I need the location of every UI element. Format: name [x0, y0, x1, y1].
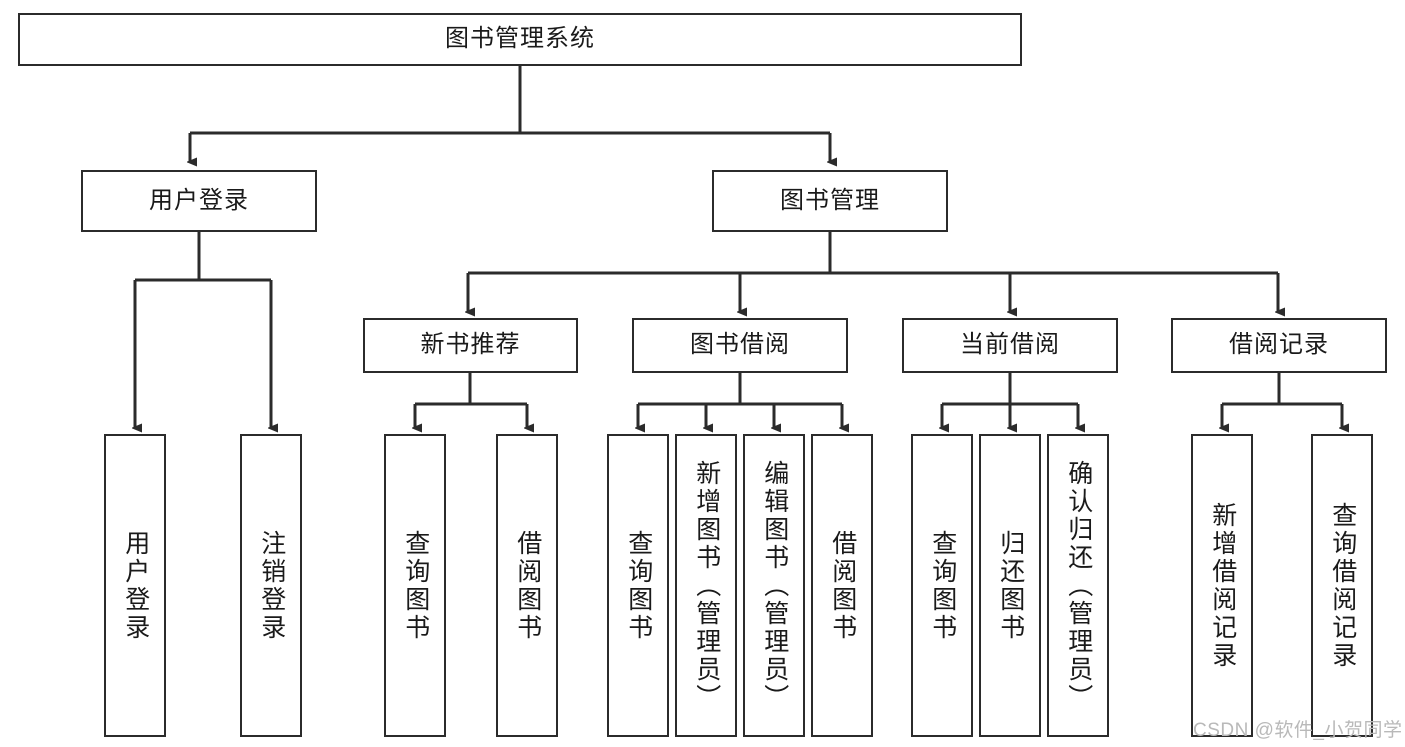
node-user-login[interactable]: 用户登录 — [81, 170, 317, 232]
node-label: 注销登录 — [257, 529, 286, 642]
leaf-current-query-book[interactable]: 查询图书 — [911, 434, 973, 737]
node-new-book-recommend[interactable]: 新书推荐 — [363, 318, 578, 373]
node-borrow-record[interactable]: 借阅记录 — [1171, 318, 1387, 373]
leaf-recommend-borrow-book[interactable]: 借阅图书 — [496, 434, 558, 737]
leaf-borrow-query-book[interactable]: 查询图书 — [607, 434, 669, 737]
leaf-current-return-book[interactable]: 归还图书 — [979, 434, 1041, 737]
leaf-record-query-record[interactable]: 查询借阅记录 — [1311, 434, 1373, 737]
node-label: 新增借阅记录 — [1208, 501, 1237, 670]
node-label: 当前借阅 — [960, 331, 1060, 359]
leaf-recommend-query-book[interactable]: 查询图书 — [384, 434, 446, 737]
node-label: 编辑图书（管理员） — [760, 459, 789, 712]
leaf-borrow-edit-book-admin[interactable]: 编辑图书（管理员） — [743, 434, 805, 737]
node-label: 借阅图书 — [513, 529, 542, 642]
node-label: 查询图书 — [928, 529, 957, 642]
node-book-borrow[interactable]: 图书借阅 — [632, 318, 848, 373]
node-label: 用户登录 — [121, 529, 150, 642]
node-label: 图书管理 — [780, 186, 880, 214]
node-label: 查询图书 — [624, 529, 653, 642]
leaf-user-login-login[interactable]: 用户登录 — [104, 434, 166, 737]
node-label: 借阅图书 — [828, 529, 857, 642]
csdn-watermark: CSDN @软件_小贺同学 — [1193, 720, 1403, 741]
node-label: 查询借阅记录 — [1328, 501, 1357, 670]
node-label: 用户登录 — [149, 186, 249, 214]
leaf-current-confirm-return-admin[interactable]: 确认归还（管理员） — [1047, 434, 1109, 737]
node-label: 借阅记录 — [1229, 331, 1329, 359]
node-current-borrow[interactable]: 当前借阅 — [902, 318, 1118, 373]
leaf-borrow-borrow-book[interactable]: 借阅图书 — [811, 434, 873, 737]
node-root-book-management-system[interactable]: 图书管理系统 — [18, 13, 1022, 66]
node-label: 图书管理系统 — [445, 25, 595, 53]
node-label: 图书借阅 — [690, 331, 790, 359]
node-label: 查询图书 — [401, 529, 430, 642]
node-label: 新增图书（管理员） — [692, 459, 721, 712]
leaf-borrow-add-book-admin[interactable]: 新增图书（管理员） — [675, 434, 737, 737]
node-label: 确认归还（管理员） — [1064, 459, 1093, 712]
leaf-user-login-logout[interactable]: 注销登录 — [240, 434, 302, 737]
node-label: 归还图书 — [996, 529, 1025, 642]
node-book-management[interactable]: 图书管理 — [712, 170, 948, 232]
leaf-record-add-record[interactable]: 新增借阅记录 — [1191, 434, 1253, 737]
node-label: 新书推荐 — [420, 331, 521, 359]
